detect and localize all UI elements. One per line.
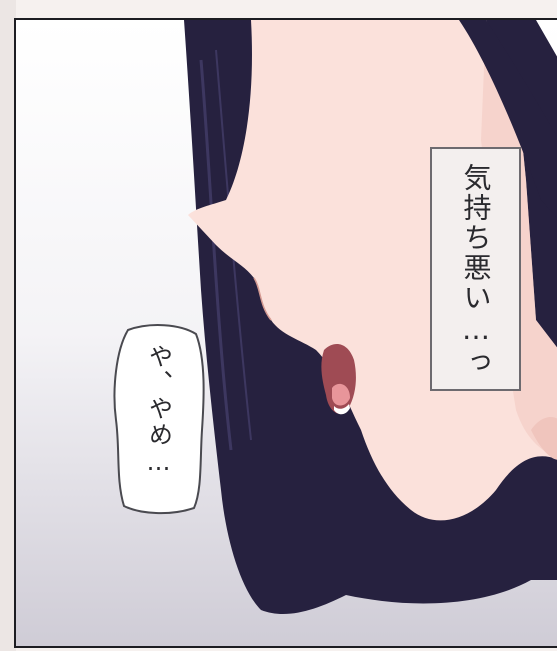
comic-panel: 気持ち悪い…っ や、やめ… <box>14 18 557 648</box>
tongue <box>332 383 350 406</box>
ear <box>531 417 557 460</box>
speech-bubble: や、やめ… <box>110 320 208 516</box>
speech-text: や、やめ… <box>144 344 173 478</box>
hair-highlight <box>199 59 233 451</box>
adjacent-panel-edge <box>0 0 16 651</box>
caption-box: 気持ち悪い…っ <box>430 147 521 391</box>
caption-text: 気持ち悪い…っ <box>459 163 493 378</box>
teeth <box>334 404 350 415</box>
hair-strand <box>459 20 557 218</box>
lip-line <box>253 277 272 321</box>
face <box>188 20 557 521</box>
speech-bubble-shape <box>113 324 205 515</box>
